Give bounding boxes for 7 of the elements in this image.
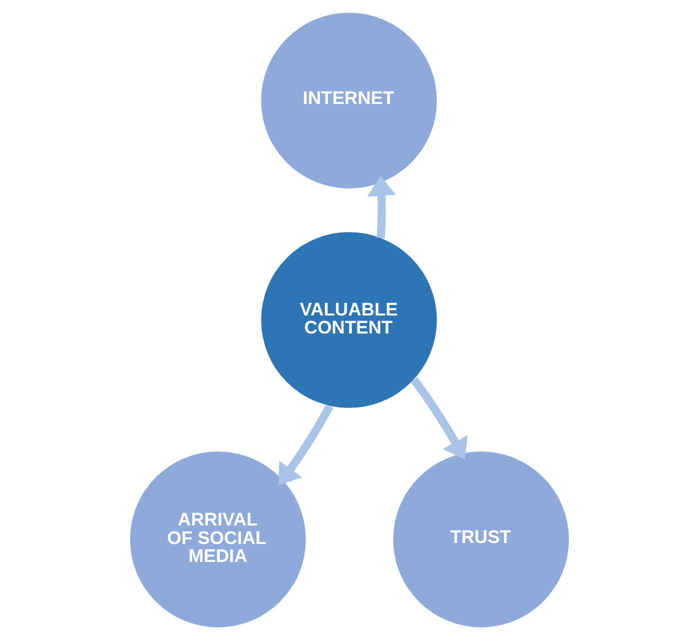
- node-circle: ARRIVAL OF SOCIAL MEDIA: [130, 452, 306, 628]
- node-circle: INTERNET: [260, 12, 436, 188]
- arrow: [366, 175, 396, 238]
- node-circle: VALUABLE CONTENT: [260, 232, 436, 408]
- arrow: [278, 404, 333, 486]
- arrow: [410, 377, 468, 460]
- node-circle: TRUST: [392, 452, 568, 628]
